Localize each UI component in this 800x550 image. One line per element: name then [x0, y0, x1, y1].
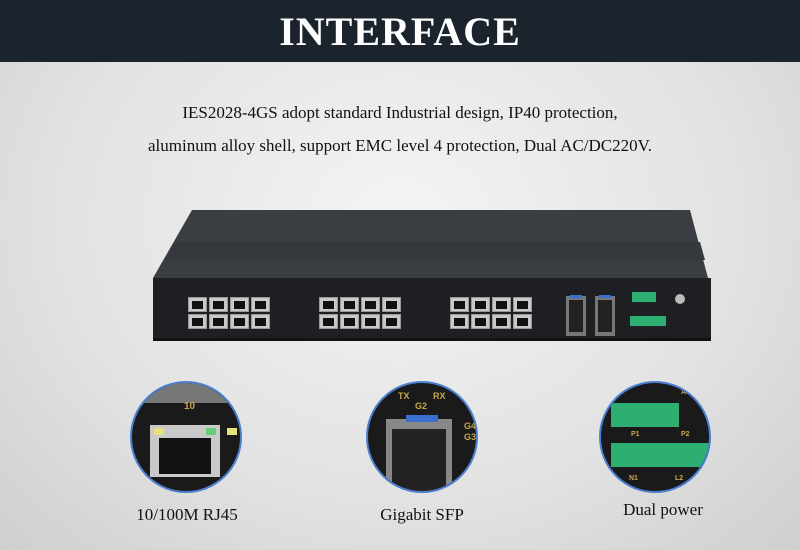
rj45-port	[492, 297, 511, 312]
rj45-port	[209, 297, 228, 312]
tx-label: TX	[398, 391, 410, 401]
rj45-port	[450, 314, 469, 329]
rj45-port	[361, 314, 380, 329]
description-line-2: aluminum alloy shell, support EMC level …	[148, 136, 652, 155]
n1-label: N1	[629, 475, 638, 482]
g3-label: G3	[464, 432, 477, 442]
rx-label: RX	[433, 391, 446, 401]
l2-label: L2	[675, 475, 684, 482]
rj45-detail-image: 10	[130, 381, 242, 493]
rj45-port	[340, 297, 359, 312]
rj45-port	[382, 314, 401, 329]
rj45-port	[209, 314, 228, 329]
power-detail-image: ALARM P1 P2 N1 L2	[599, 381, 711, 493]
sfp-detail-image: TX RX G2 G4 G3	[366, 381, 478, 493]
rj45-port	[230, 297, 249, 312]
rj45-port	[361, 297, 380, 312]
g4-label: G4	[464, 421, 477, 431]
p1-label: P1	[631, 431, 640, 438]
rj45-port	[492, 314, 511, 329]
page-title: INTERFACE	[279, 8, 521, 54]
rj45-port	[251, 314, 270, 329]
rj45-port	[513, 314, 532, 329]
p2-label: P2	[681, 431, 690, 438]
rj45-port	[382, 297, 401, 312]
switch-body	[153, 210, 711, 341]
port-number-label: 10	[184, 401, 196, 412]
rj45-port	[471, 297, 490, 312]
rj45-port	[251, 297, 270, 312]
header-banner: INTERFACE	[0, 0, 800, 62]
rj45-port	[188, 297, 207, 312]
sfp-caption: Gigabit SFP	[380, 505, 464, 524]
alarm-label: ALARM	[681, 389, 707, 396]
rj45-port	[230, 314, 249, 329]
switch-image	[153, 210, 711, 341]
description-line-1: IES2028-4GS adopt standard Industrial de…	[182, 103, 618, 122]
rj45-caption: 10/100M RJ45	[136, 505, 238, 524]
rj45-port	[319, 297, 338, 312]
rj45-port	[471, 314, 490, 329]
rj45-port	[513, 297, 532, 312]
rj45-port	[188, 314, 207, 329]
rj45-port	[340, 314, 359, 329]
product-description: IES2028-4GS adopt standard Industrial de…	[0, 96, 800, 162]
power-caption: Dual power	[623, 500, 703, 519]
rj45-port	[450, 297, 469, 312]
rj45-port	[319, 314, 338, 329]
g2-label: G2	[415, 401, 428, 411]
